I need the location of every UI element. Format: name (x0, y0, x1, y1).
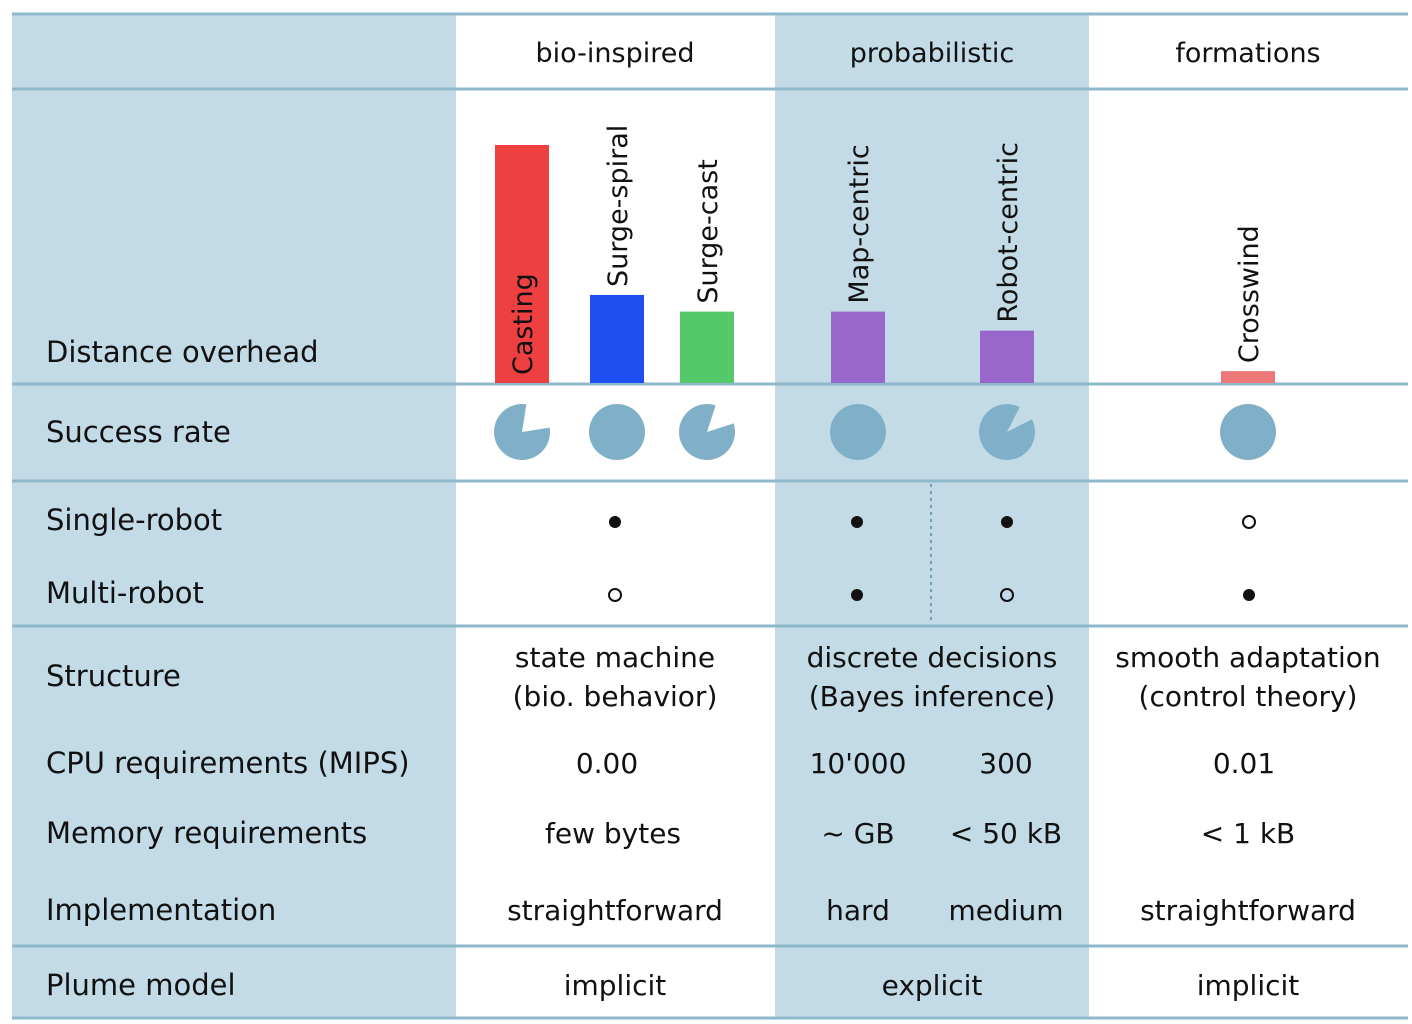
implementation-map-centric: hard (826, 894, 890, 927)
row-label-plume: Plume model (46, 968, 236, 1002)
structure-bio-line1: state machine (515, 641, 715, 674)
row-dividers (12, 12, 1408, 1020)
row-label-single: Single-robot (46, 503, 222, 537)
success-pie-surge-cast (678, 404, 735, 461)
method-label-crosswind: Crosswind (1234, 225, 1265, 363)
row-label-memory: Memory requirements (46, 816, 367, 850)
header-probabilistic: probabilistic (850, 38, 1015, 69)
memory-bio: few bytes (545, 817, 681, 850)
bar-surge-cast (680, 311, 734, 383)
bar-surge-spiral (590, 294, 644, 383)
memory-cells: few bytes ~ GB < 50 kB < 1 kB (545, 817, 1295, 850)
success-pie-surge-spiral (589, 404, 645, 460)
cpu-formations: 0.01 (1213, 747, 1275, 780)
cpu-bio: 0.00 (576, 747, 638, 780)
plume-probabilistic: explicit (882, 969, 983, 1002)
success-rate-pies (494, 403, 1276, 461)
single-robot-marker-map-centric (851, 516, 863, 528)
structure-form-line2: (control theory) (1139, 680, 1358, 713)
bar-crosswind (1221, 371, 1275, 383)
distance-overhead-method-labels: Casting Surge-spiral Surge-cast Map-centric… (508, 125, 1265, 375)
implementation-formations: straightforward (1140, 894, 1356, 927)
memory-robot-centric: < 50 kB (950, 817, 1062, 850)
row-labels: Distance overhead Success rate Single-ro… (46, 335, 410, 1002)
row-label-cpu: CPU requirements (MIPS) (46, 746, 410, 780)
cpu-cells: 0.00 10'000 300 0.01 (576, 747, 1275, 780)
probabilistic-column-band (775, 14, 1089, 1018)
multi-robot-marker-bio-inspired (608, 588, 622, 602)
multi-robot-marker-robot-centric (1000, 588, 1014, 602)
robot-support-markers (608, 515, 1256, 602)
method-label-map-centric: Map-centric (844, 144, 875, 303)
success-pie-crosswind (1220, 404, 1276, 460)
structure-prob-line1: discrete decisions (807, 641, 1058, 674)
success-pie-map-centric (830, 404, 886, 460)
cpu-map-centric: 10'000 (810, 747, 907, 780)
row-label-implementation: Implementation (46, 893, 276, 927)
method-label-surge-cast: Surge-cast (693, 159, 724, 303)
row-label-distance: Distance overhead (46, 335, 319, 369)
single-robot-marker-formations (1242, 515, 1256, 529)
structure-bio-line2: (bio. behavior) (513, 680, 718, 713)
method-label-casting: Casting (508, 273, 539, 375)
success-pie-robot-centric (979, 403, 1036, 460)
header-bio-inspired: bio-inspired (536, 38, 695, 69)
bar-casting (495, 145, 549, 383)
multi-robot-marker-formations (1243, 589, 1255, 601)
implementation-cells: straightforward hard medium straightforw… (507, 894, 1356, 927)
implementation-robot-centric: medium (948, 894, 1063, 927)
structure-prob-line2: (Bayes inference) (809, 680, 1056, 713)
success-pie-casting (494, 403, 551, 460)
single-robot-marker-robot-centric (1001, 516, 1013, 528)
method-label-robot-centric: Robot-centric (993, 142, 1024, 323)
single-robot-marker-bio-inspired (609, 516, 621, 528)
bar-robot-centric (980, 330, 1034, 383)
distance-overhead-bars (495, 145, 1275, 383)
row-label-structure: Structure (46, 659, 181, 693)
structure-form-line1: smooth adaptation (1115, 641, 1380, 674)
method-label-surge-spiral: Surge-spiral (603, 125, 634, 287)
plume-bio: implicit (564, 969, 667, 1002)
label-column-band (12, 14, 456, 1018)
cpu-robot-centric: 300 (979, 747, 1032, 780)
header-formations: formations (1175, 38, 1320, 69)
row-label-multi: Multi-robot (46, 576, 204, 610)
bar-map-centric (831, 311, 885, 383)
structure-cells: state machine (bio. behavior) discrete d… (513, 641, 1381, 713)
implementation-bio: straightforward (507, 894, 723, 927)
row-label-success: Success rate (46, 415, 231, 449)
multi-robot-marker-map-centric (851, 589, 863, 601)
plume-model-cells: implicit explicit implicit (564, 969, 1300, 1002)
plume-formations: implicit (1197, 969, 1300, 1002)
memory-formations: < 1 kB (1201, 817, 1296, 850)
memory-map-centric: ~ GB (821, 817, 894, 850)
